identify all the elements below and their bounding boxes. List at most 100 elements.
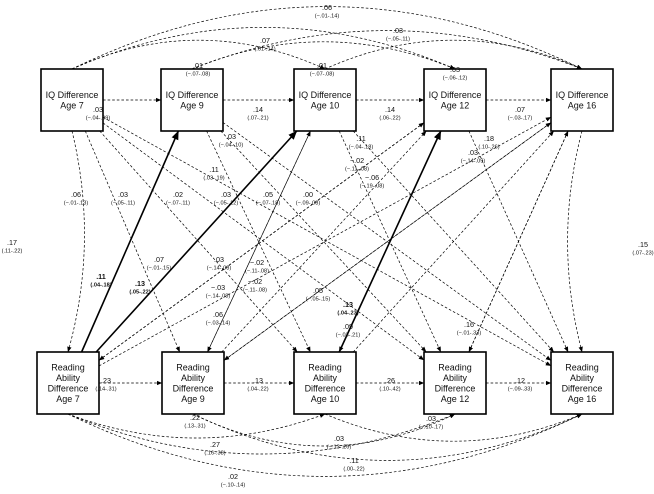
path-coefficient: .14 — [385, 105, 395, 114]
node-label-line: Reading — [438, 362, 472, 372]
path-confidence-interval: (.06-.22) — [379, 116, 400, 122]
node-label-line: IQ Difference — [429, 90, 482, 100]
node-label-line: Ability — [443, 373, 468, 383]
path-iq7-to-ra12 — [102, 122, 425, 361]
path-ra7-to-ra10 — [67, 413, 326, 439]
path-confidence-interval: (−.04-.18) — [349, 145, 374, 151]
path-iq7-to-iq16 — [71, 6, 583, 70]
node-label-line: Reading — [51, 362, 85, 372]
node-box — [423, 68, 487, 132]
node-label-line: Age 16 — [568, 394, 597, 404]
path-coefficient: .13 — [135, 279, 145, 288]
node-box — [161, 351, 225, 415]
path-confidence-interval: (−.05-.11) — [386, 37, 410, 43]
path-confidence-interval: (−.05-.15) — [306, 297, 331, 303]
path-coefficient: .18 — [484, 134, 494, 143]
node-box — [550, 351, 614, 415]
path-confidence-interval: (−.07-.08) — [310, 72, 335, 78]
path-confidence-interval: (−.11-.08) — [345, 167, 369, 173]
path-ra9-to-ra12 — [192, 413, 456, 447]
node-box — [550, 68, 614, 132]
path-coefficient: .01 — [317, 61, 327, 70]
path-confidence-interval: (−.14-.08) — [207, 266, 232, 272]
path-confidence-interval: (−.10-.17) — [419, 425, 444, 431]
path-coefficient: .16 — [464, 320, 474, 329]
path-coefficient: .03 — [118, 190, 128, 199]
path-coefficient: .03 — [450, 65, 460, 74]
path-coefficient: .14 — [253, 105, 263, 114]
path-coefficient: .03 — [426, 414, 436, 423]
path-confidence-interval: (.04-.18) — [90, 283, 111, 289]
path-ra7-to-iq16 — [98, 116, 552, 367]
path-ra7-to-iq9 — [80, 130, 180, 353]
path-iq10-to-ra16 — [352, 130, 555, 353]
path-coefficient: .03 — [93, 105, 103, 114]
path-coefficient: .00 — [303, 190, 313, 199]
path-coefficient: .06 — [71, 190, 81, 199]
path-coefficient: .05 — [263, 190, 273, 199]
path-coefficient: −.02 — [248, 277, 262, 286]
node-label-line: Age 7 — [56, 394, 80, 404]
path-confidence-interval: (.13-.31) — [184, 424, 205, 430]
path-coefficients: .03 (−.04-.09) .14 (.07-.21) .14 (.06-.22) .07… — [2, 3, 654, 489]
node-box — [40, 68, 104, 132]
path-coefficient: −.03 — [211, 283, 225, 292]
node-label-line: Age 10 — [311, 100, 340, 110]
path-iq9-to-iq16 — [191, 30, 583, 70]
path-confidence-interval: (.14-.31) — [95, 387, 116, 393]
path-confidence-interval: (.05-.22) — [129, 290, 150, 296]
path-confidence-interval: (−.03-.21) — [336, 333, 361, 339]
path-confidence-interval: (.07-.23) — [632, 251, 653, 257]
path-coefficient: −.06 — [365, 173, 379, 182]
path-confidence-interval: (−.07-.11) — [166, 201, 190, 207]
path-confidence-interval: (.07-.21) — [247, 116, 268, 122]
path-coefficient: .03 — [214, 255, 224, 264]
path-coefficient: −.02 — [350, 156, 364, 165]
node-label-line: Difference — [305, 383, 346, 393]
path-confidence-interval: (−.03-.17) — [508, 116, 533, 122]
node-label-line: Difference — [173, 383, 214, 393]
path-coefficient: .06 — [322, 3, 332, 12]
path-coefficient: −.02 — [250, 258, 264, 267]
path-confidence-interval: (.10-.26) — [478, 145, 499, 151]
path-iq16-to-ra9 — [223, 122, 552, 361]
path-coefficient: .02 — [173, 190, 183, 199]
path-iq9-to-iq12 — [191, 41, 456, 70]
node-label-line: Difference — [435, 383, 476, 393]
path-ra10-to-ra16 — [324, 413, 583, 442]
path-iq7-to-ra16 — [102, 116, 552, 367]
path-coefficient: .11 — [96, 272, 106, 281]
path-confidence-interval: (−.01-.14) — [315, 14, 340, 20]
path-confidence-interval: (.11-.22) — [2, 249, 23, 255]
path-iq10-to-ra9 — [207, 130, 311, 353]
path-iq7-to-iq10 — [71, 39, 326, 70]
node-label-line: Age 7 — [60, 100, 84, 110]
path-ra9-to-iq16 — [223, 122, 552, 361]
path-confidence-interval: (−.04-.09) — [86, 116, 111, 122]
node-label-line: Age 12 — [441, 100, 470, 110]
path-confidence-interval: (.03-.19) — [203, 176, 224, 182]
path-confidence-interval: (−.06-.12) — [443, 76, 468, 82]
path-confidence-interval: (.16-.38) — [204, 451, 225, 457]
path-coefficient: .07 — [154, 255, 164, 264]
path-ra7-to-ra12 — [67, 413, 456, 455]
path-coefficient: .07 — [515, 105, 525, 114]
path-confidence-interval: (−.11-.08) — [245, 269, 269, 275]
path-confidence-interval: (.01-.14) — [254, 47, 275, 53]
path-confidence-interval: (−.09-.08) — [296, 201, 321, 207]
path-coefficient: .07 — [260, 36, 270, 45]
path-coefficient: .13 — [343, 300, 353, 309]
path-coefficient: .02 — [228, 472, 238, 481]
path-iq16-to-ra16 — [567, 130, 583, 353]
